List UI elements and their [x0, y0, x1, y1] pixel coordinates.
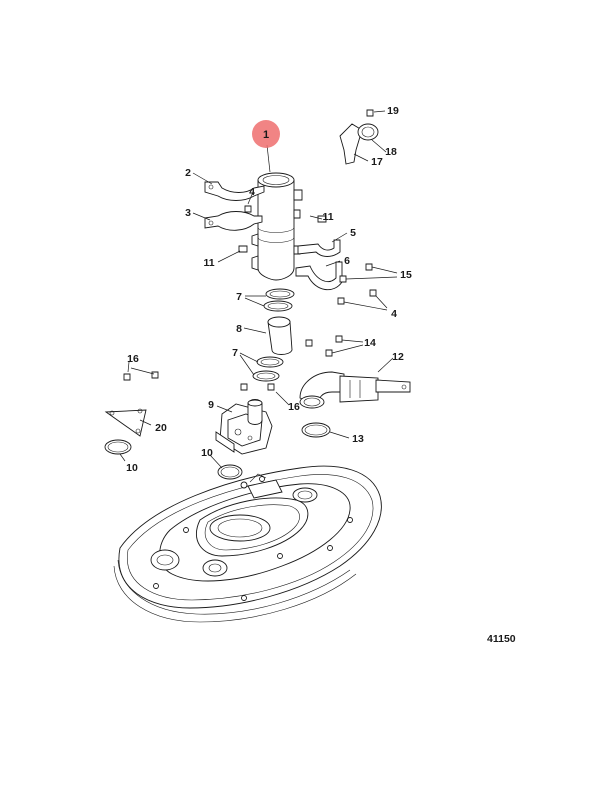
part-13-ring — [301, 422, 331, 438]
figure-number: 41150 — [487, 633, 516, 645]
part-8-hose — [267, 316, 293, 355]
callout-1: 1 — [263, 129, 269, 141]
part-2-bracket — [204, 181, 265, 201]
callout-7-upper: 7 — [236, 291, 242, 303]
callout-10-center: 10 — [201, 447, 213, 459]
callout-6: 6 — [344, 255, 350, 267]
callout-18: 18 — [385, 146, 397, 158]
callout-labels: 1 2 3 4 4 5 6 7 7 8 9 10 10 11 11 12 13 … — [126, 105, 412, 474]
base-housing — [113, 465, 382, 623]
callout-16-left: 16 — [127, 353, 139, 365]
leader-lines — [119, 110, 398, 469]
callout-17: 17 — [371, 156, 383, 168]
callout-7-lower: 7 — [232, 347, 238, 359]
callout-13: 13 — [352, 433, 364, 445]
part-9-pump — [215, 399, 273, 455]
callout-2: 2 — [185, 167, 191, 179]
callout-9: 9 — [208, 399, 214, 411]
callout-11-upper: 11 — [322, 211, 333, 223]
part-3-bracket — [204, 211, 263, 231]
callout-20: 20 — [155, 422, 167, 434]
part-20-plate — [104, 408, 147, 437]
part-6-bracket — [295, 261, 343, 291]
callout-5: 5 — [350, 227, 356, 239]
part-18-fitting — [357, 123, 379, 141]
highlighted-callout-circle — [252, 120, 280, 148]
callout-4-upper: 4 — [249, 186, 255, 198]
callout-15: 15 — [400, 269, 412, 281]
part-12-elbow — [299, 371, 411, 409]
callout-16-center: 16 — [288, 401, 300, 413]
callout-10-left: 10 — [126, 462, 138, 474]
callout-12: 12 — [392, 351, 404, 363]
part-17-bracket — [339, 123, 363, 165]
part-7-clamps — [252, 288, 295, 382]
part-1-cylinder — [251, 172, 303, 281]
callout-11-lower: 11 — [203, 257, 214, 269]
callout-4-right: 4 — [391, 308, 397, 320]
callout-14: 14 — [364, 337, 376, 349]
callout-8: 8 — [236, 323, 242, 335]
callout-3: 3 — [185, 207, 191, 219]
part-5-bracket — [297, 239, 341, 257]
part-10-rings — [104, 439, 243, 480]
callout-19: 19 — [387, 105, 399, 117]
